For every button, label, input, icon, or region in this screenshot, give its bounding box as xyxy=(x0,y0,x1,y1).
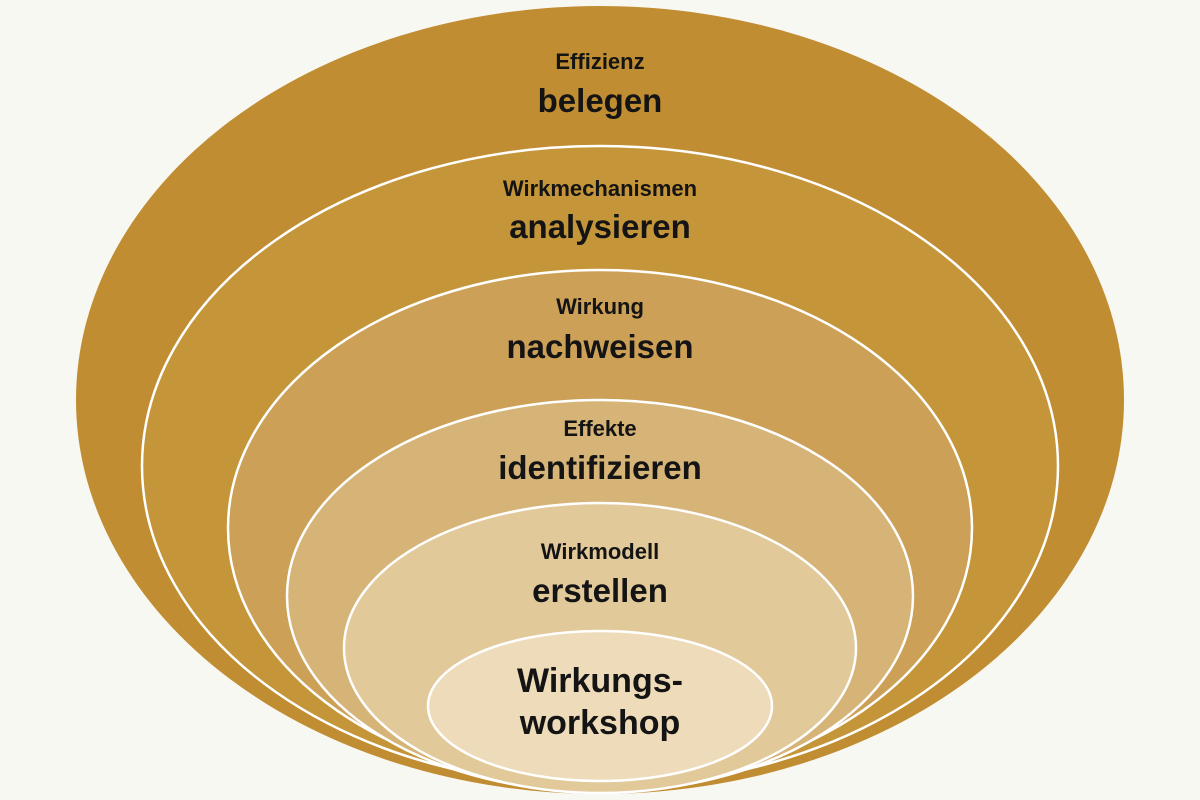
level-3-subtitle: nachweisen xyxy=(506,328,694,365)
level-1-subtitle: belegen xyxy=(537,82,663,119)
level-4-title: Effekte xyxy=(563,416,637,441)
level-2-title: Wirkmechanismen xyxy=(502,176,698,201)
level-5-subtitle: erstellen xyxy=(532,572,668,609)
level-5-title: Wirkmodell xyxy=(540,539,660,564)
core-subtitle: workshop xyxy=(519,704,681,742)
core-title: Wirkungs- xyxy=(517,662,683,700)
level-3-title: Wirkung xyxy=(556,294,644,319)
level-2-subtitle: analysieren xyxy=(509,208,691,245)
level-1-title: Effizienz xyxy=(555,49,645,74)
level-4-subtitle: identifizieren xyxy=(498,449,702,486)
level-6-ellipse xyxy=(426,629,774,783)
